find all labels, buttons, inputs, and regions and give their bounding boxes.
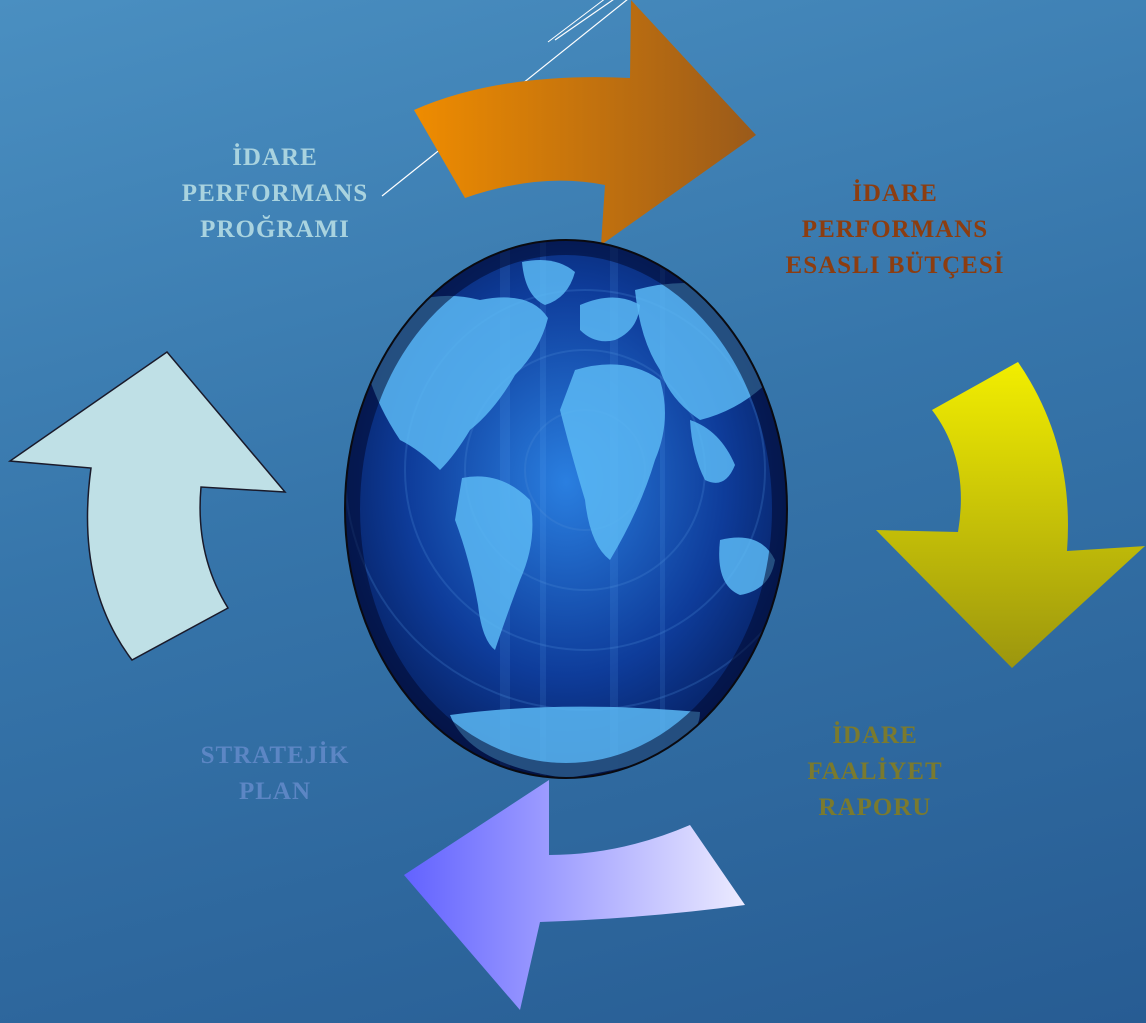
label-performance-budget-line2: PERFORMANS — [801, 216, 989, 243]
label-strategic-plan: STRATEJİK PLAN — [160, 738, 390, 810]
label-activity-report-line2: FAALİYET — [807, 758, 943, 785]
label-performance-program-line2: PERFORMANS — [181, 180, 369, 207]
arrow-lavender-icon — [404, 780, 745, 1010]
label-activity-report: İDARE FAALİYET RAPORU — [775, 718, 975, 826]
arrow-orange-icon — [414, 0, 756, 245]
label-performance-budget-line3: ESASLI BÜTÇESİ — [785, 252, 1005, 279]
arrow-lightblue-icon — [7, 350, 287, 661]
label-performance-budget-line1: İDARE — [852, 180, 938, 207]
label-strategic-plan-line2: PLAN — [238, 778, 312, 805]
label-activity-report-line3: RAPORU — [818, 794, 932, 821]
label-activity-report-line1: İDARE — [832, 722, 918, 749]
arrow-yellow-icon — [876, 362, 1145, 668]
label-performance-program: İDARE PERFORMANS PROĞRAMI — [150, 140, 400, 248]
label-performance-program-line1: İDARE — [232, 144, 318, 171]
label-performance-budget: İDARE PERFORMANS ESASLI BÜTÇESİ — [770, 176, 1020, 284]
label-strategic-plan-line1: STRATEJİK — [200, 742, 350, 769]
label-performance-program-line3: PROĞRAMI — [200, 216, 350, 243]
globe-world-map-icon — [344, 239, 788, 779]
